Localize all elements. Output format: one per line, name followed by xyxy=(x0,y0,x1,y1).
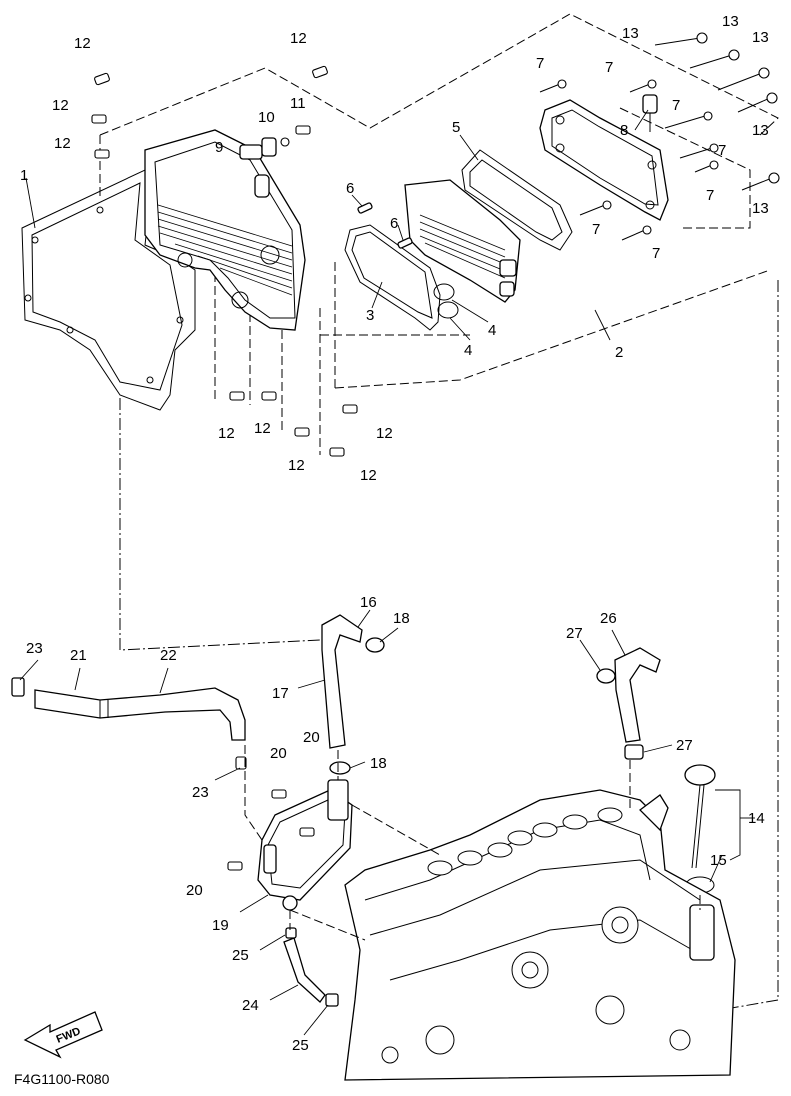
callout-6b: 6 xyxy=(390,215,398,232)
outer-cover-plate xyxy=(539,99,669,221)
callout-3: 3 xyxy=(366,307,374,324)
callout-12g: 12 xyxy=(288,457,305,474)
leader-lines-lower xyxy=(19,609,723,1036)
leader-lines-upper xyxy=(25,109,649,341)
callout-labels: 1 2 3 4 4 5 6 6 7 7 7 7 7 7 7 8 9 10 11 … xyxy=(20,13,769,1054)
callout-18a: 18 xyxy=(393,610,410,627)
breather-hose-26 xyxy=(614,647,661,743)
callout-5: 5 xyxy=(452,119,460,136)
callout-12c: 12 xyxy=(52,97,69,114)
callout-6a: 6 xyxy=(346,180,354,197)
callout-13a: 13 xyxy=(622,25,639,42)
callout-9: 9 xyxy=(215,139,223,156)
callout-4b: 4 xyxy=(464,342,472,359)
callout-20b: 20 xyxy=(303,729,320,746)
callout-23a: 23 xyxy=(26,640,43,657)
callout-7f: 7 xyxy=(592,221,600,238)
clip-23 xyxy=(11,677,25,697)
callout-16: 16 xyxy=(360,594,377,611)
callout-15: 15 xyxy=(710,852,727,869)
callout-12h: 12 xyxy=(376,425,393,442)
callout-7g: 7 xyxy=(652,245,660,262)
callout-12f: 12 xyxy=(254,420,271,437)
engine-cylinder-head xyxy=(344,789,736,1081)
breather-hose-17 xyxy=(321,614,363,749)
connection-lines-lower xyxy=(244,745,701,941)
callout-12i: 12 xyxy=(360,467,377,484)
callout-14: 14 xyxy=(748,810,765,827)
callout-26: 26 xyxy=(600,610,617,627)
bolt-group-13 xyxy=(654,32,780,191)
callout-7d: 7 xyxy=(718,142,726,159)
callout-13e: 13 xyxy=(752,200,769,217)
callout-11: 11 xyxy=(290,95,306,112)
callout-4a: 4 xyxy=(488,322,496,339)
callout-20c: 20 xyxy=(186,882,203,899)
heat-exchanger-core xyxy=(404,179,521,303)
callout-24: 24 xyxy=(242,997,259,1014)
fitting-9-10-11 xyxy=(239,125,311,160)
reference-line-left xyxy=(119,398,321,651)
upper-assembly xyxy=(21,13,780,457)
bolt-group-12 xyxy=(91,65,358,457)
oil-separator-19 xyxy=(257,779,353,911)
gasket-5 xyxy=(461,149,573,251)
callout-13d: 13 xyxy=(752,122,769,139)
oil-level-gauge-14 xyxy=(684,764,716,869)
callout-23b: 23 xyxy=(192,784,209,801)
o-ring-4a xyxy=(433,283,455,301)
drain-hose-24 xyxy=(283,937,326,1003)
callout-13b: 13 xyxy=(722,13,739,30)
callout-18b: 18 xyxy=(370,755,387,772)
clamp-27b xyxy=(624,744,644,760)
callout-12d: 12 xyxy=(54,135,71,152)
clamp-18b xyxy=(329,761,351,775)
callout-7a: 7 xyxy=(536,55,544,72)
breather-hose-22 xyxy=(34,687,246,741)
callout-20a: 20 xyxy=(270,745,287,762)
o-ring-4b xyxy=(437,301,459,319)
callout-25a: 25 xyxy=(232,947,249,964)
callout-19: 19 xyxy=(212,917,229,934)
callout-2: 2 xyxy=(615,344,623,361)
callout-12b: 12 xyxy=(290,30,307,47)
lower-assembly xyxy=(11,609,755,1081)
callout-25b: 25 xyxy=(292,1037,309,1054)
callout-8: 8 xyxy=(620,122,628,139)
diagram-code: F4G1100-R080 xyxy=(14,1071,110,1087)
forward-direction-arrow: FWD xyxy=(23,1011,103,1059)
callout-7e: 7 xyxy=(706,187,714,204)
callout-7c: 7 xyxy=(672,97,680,114)
bolt-group-7 xyxy=(539,79,719,241)
callout-21: 21 xyxy=(70,647,87,664)
callout-10: 10 xyxy=(258,109,275,126)
plug-8 xyxy=(642,94,658,114)
clamp-18a xyxy=(365,637,385,653)
valve-cover-plate xyxy=(144,129,306,331)
callout-13c: 13 xyxy=(752,29,769,46)
callout-27a: 27 xyxy=(566,625,583,642)
callout-27b: 27 xyxy=(676,737,693,754)
callout-22: 22 xyxy=(160,647,177,664)
callout-1: 1 xyxy=(20,167,28,184)
callout-7b: 7 xyxy=(605,59,613,76)
reference-line-right xyxy=(719,280,779,1011)
callout-17: 17 xyxy=(272,685,289,702)
callout-12a: 12 xyxy=(74,35,91,52)
callout-12e: 12 xyxy=(218,425,235,442)
clamp-27a xyxy=(596,668,616,684)
